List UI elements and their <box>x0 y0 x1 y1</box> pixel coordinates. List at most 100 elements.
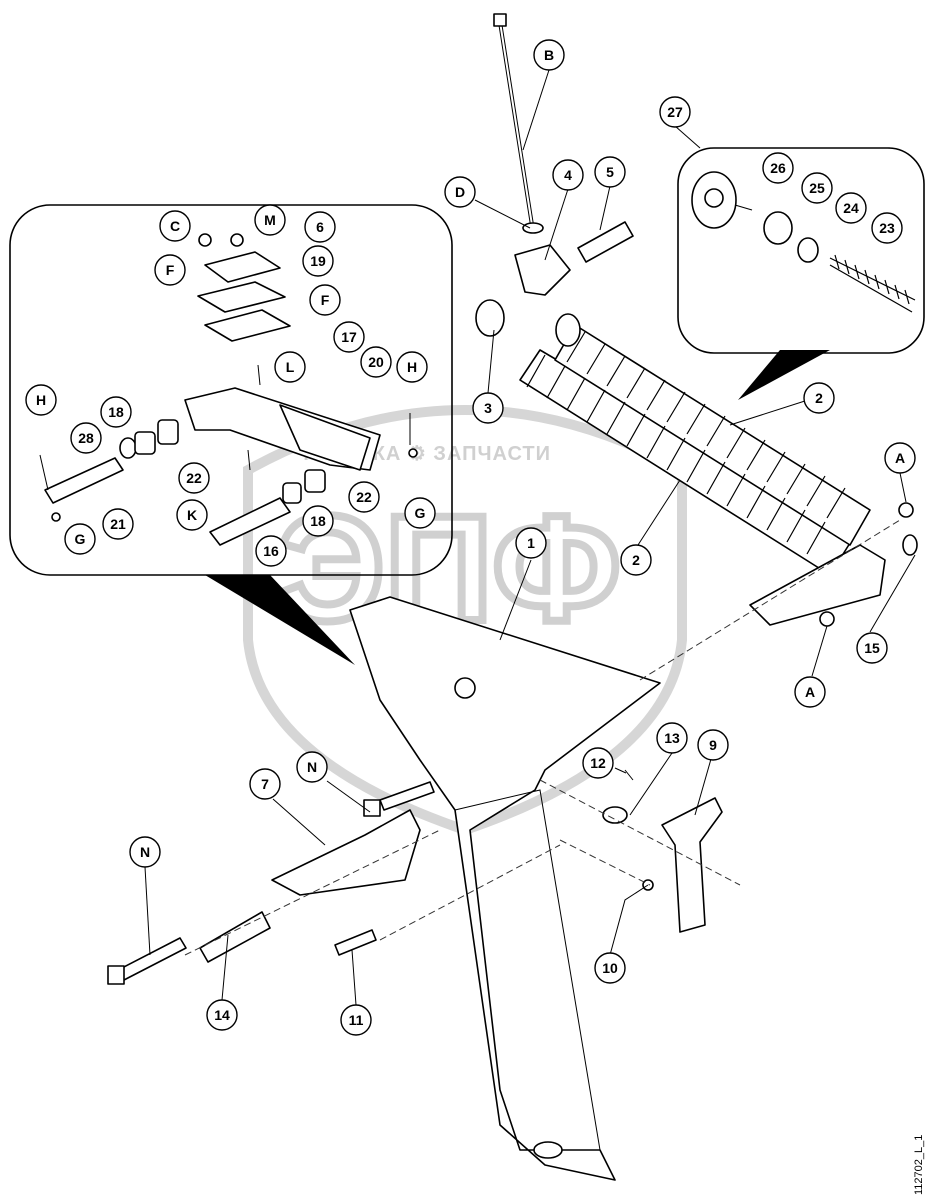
callout-circle <box>129 836 161 868</box>
callout-2b: 2 <box>620 544 652 576</box>
callout-label: M <box>264 212 276 228</box>
callout-g1: G <box>64 523 96 555</box>
bushing-22a <box>157 419 179 445</box>
callout-label: 18 <box>108 404 124 420</box>
callout-label: N <box>140 844 150 860</box>
callout-circle <box>249 768 281 800</box>
callout-17: 17 <box>333 321 365 353</box>
callout-13: 13 <box>656 722 688 754</box>
nut-A2 <box>819 611 835 627</box>
upper-parts <box>493 13 634 296</box>
callout-circle <box>70 422 102 454</box>
lower-parts <box>107 769 723 985</box>
callout-circle <box>856 632 888 664</box>
callout-g2: G <box>404 497 436 529</box>
callout-25: 25 <box>801 172 833 204</box>
callout-label: 11 <box>349 1012 364 1028</box>
callout-circle <box>159 210 191 242</box>
leader-lines <box>144 69 916 1006</box>
callout-a2: A <box>794 676 826 708</box>
main-frame <box>349 596 661 1181</box>
callout-label: 15 <box>864 640 880 656</box>
callout-label: 5 <box>606 164 614 180</box>
callout-label: 19 <box>310 253 326 269</box>
document-id: 112702_L_1 <box>913 1135 925 1195</box>
pin-14 <box>199 911 271 963</box>
callout-m: M <box>254 204 286 236</box>
callout-n2: N <box>129 836 161 868</box>
callout-b: B <box>533 39 565 71</box>
callout-label: 25 <box>809 180 825 196</box>
collar-25 <box>763 211 793 245</box>
callout-circle <box>100 396 132 428</box>
callout-circle <box>697 729 729 761</box>
callout-label: 14 <box>214 1007 230 1023</box>
callout-circle <box>154 254 186 286</box>
callout-label: F <box>321 292 330 308</box>
bolt-N-long <box>117 937 187 981</box>
callout-circle <box>64 523 96 555</box>
callout-label: 9 <box>709 737 717 753</box>
callout-circle <box>178 462 210 494</box>
bushing-18a <box>134 431 156 455</box>
callout-circle <box>552 159 584 191</box>
callout-circle <box>404 497 436 529</box>
callout-19: 19 <box>302 245 334 277</box>
callout-h2: H <box>396 351 428 383</box>
callout-circle <box>801 172 833 204</box>
nut-24 <box>797 237 819 263</box>
pin-16 <box>209 497 291 546</box>
callout-5: 5 <box>594 156 626 188</box>
callout-circle <box>533 39 565 71</box>
frame-1 <box>349 596 661 1181</box>
plate-19a <box>197 281 286 313</box>
callout-label: 26 <box>770 160 786 176</box>
callout-circle <box>255 535 287 567</box>
callout-d: D <box>444 176 476 208</box>
nut-M <box>230 233 244 247</box>
nut-G2 <box>408 448 418 458</box>
callout-f1: F <box>154 254 186 286</box>
callout-circle <box>302 505 334 537</box>
bushing-18b <box>282 482 302 504</box>
callout-label: 27 <box>667 104 683 120</box>
callout-label: 18 <box>310 513 326 529</box>
assembly-lines <box>184 519 901 956</box>
callout-k: K <box>176 499 208 531</box>
spring-23 <box>829 257 916 313</box>
washer-D <box>522 222 544 234</box>
callout-4: 4 <box>552 159 584 191</box>
callout-label: 21 <box>110 516 126 532</box>
callout-circle <box>340 1004 372 1036</box>
callout-18b: 18 <box>302 505 334 537</box>
callout-label: A <box>895 450 905 466</box>
callout-l: L <box>274 351 306 383</box>
callout-18a: 18 <box>100 396 132 428</box>
callout-label: 16 <box>263 543 279 559</box>
callout-label: 10 <box>602 960 618 976</box>
callout-label: 6 <box>316 219 324 235</box>
callout-h1: H <box>25 384 57 416</box>
callout-circle <box>333 321 365 353</box>
callout-label: 2 <box>815 390 823 406</box>
callout-circle <box>25 384 57 416</box>
callout-circle <box>254 204 286 236</box>
callout-label: G <box>415 505 426 521</box>
callout-circle <box>762 152 794 184</box>
callout-circle <box>835 192 867 224</box>
callout-label: L <box>286 359 295 375</box>
callout-circle <box>620 544 652 576</box>
callout-circle <box>296 751 328 783</box>
callout-2a: 2 <box>803 382 835 414</box>
pin-21 <box>44 457 124 504</box>
callout-20: 20 <box>360 346 392 378</box>
callout-label: C <box>170 218 180 234</box>
callout-label: 24 <box>843 200 859 216</box>
callout-label: 7 <box>261 776 269 792</box>
callout-circle <box>515 527 547 559</box>
callout-label: 1 <box>527 535 535 551</box>
bushing-22b <box>304 469 326 493</box>
callout-14: 14 <box>206 999 238 1031</box>
callout-circle <box>274 351 306 383</box>
